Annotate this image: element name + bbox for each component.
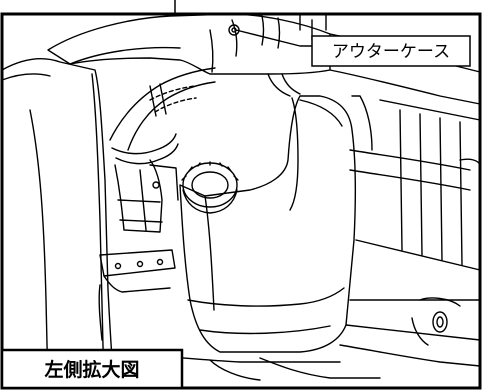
caption-label: 左側拡大図 — [44, 358, 139, 381]
callout-label: アウターケース — [332, 42, 450, 62]
line-art — [1, 13, 481, 389]
left-body-panel — [1, 58, 115, 389]
reservoir-tank — [179, 95, 356, 353]
outer-case-housing — [47, 13, 331, 75]
caption-frame — [0, 348, 184, 390]
callout-leader — [235, 29, 313, 47]
caption-box: 左側拡大図 — [0, 348, 184, 390]
hose-clamp — [111, 133, 177, 155]
reservoir-cap — [181, 161, 239, 214]
callout-outer-case: アウターケース — [311, 35, 471, 67]
mount-bracket — [99, 249, 176, 277]
callout-box — [311, 35, 471, 67]
filler-hose — [109, 67, 216, 141]
